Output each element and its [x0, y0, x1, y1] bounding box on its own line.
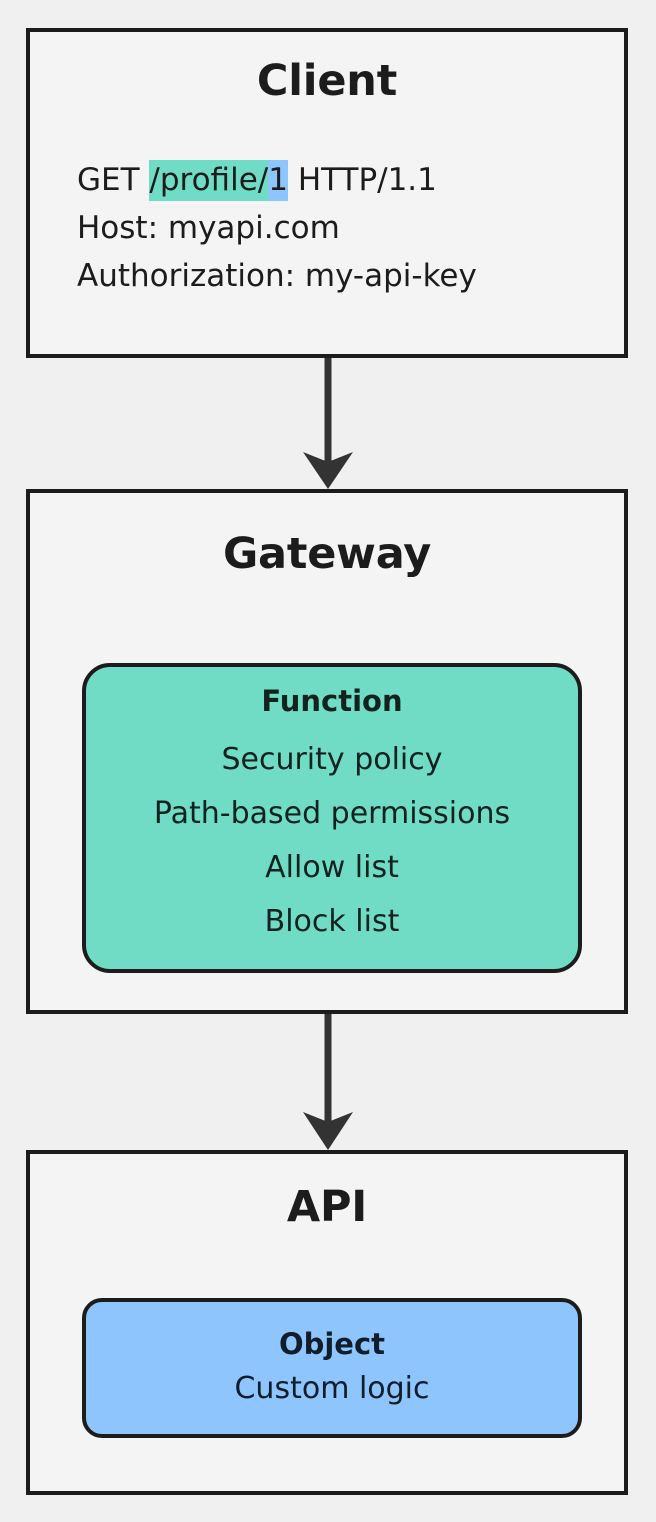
object-box-title: Object: [278, 1326, 386, 1361]
client-title: Client: [256, 56, 398, 106]
request-path-highlight: /profile/: [149, 160, 269, 201]
gateway-node: Gateway Function Security policy Path-ba…: [26, 489, 628, 1014]
api-title: API: [286, 1182, 368, 1232]
function-box: Function Security policy Path-based perm…: [82, 663, 582, 973]
request-method: GET: [77, 162, 140, 198]
function-item-security-policy: Security policy: [221, 742, 443, 777]
client-request-block: GET /profile/1 HTTP/1.1 Host: myapi.com …: [30, 156, 624, 300]
client-node: Client GET /profile/1 HTTP/1.1 Host: mya…: [26, 28, 628, 358]
header-authorization: Authorization: my-api-key: [77, 258, 477, 294]
function-box-title: Function: [261, 684, 403, 718]
request-id-highlight: 1: [268, 160, 288, 201]
request-line: GET /profile/1 HTTP/1.1: [77, 156, 624, 204]
function-item-allow-list: Allow list: [265, 850, 399, 885]
function-item-path-based-permissions: Path-based permissions: [153, 796, 511, 831]
request-protocol: HTTP/1.1: [297, 162, 437, 198]
gateway-title: Gateway: [222, 529, 432, 579]
arrow-gateway-to-api: [303, 1014, 353, 1150]
object-box: Object Custom logic: [82, 1298, 582, 1438]
arrow-client-to-gateway: [303, 358, 353, 489]
function-item-block-list: Block list: [264, 904, 400, 939]
header-host: Host: myapi.com: [77, 210, 340, 246]
api-node: API Object Custom logic: [26, 1150, 628, 1495]
object-item-custom-logic: Custom logic: [234, 1370, 430, 1406]
